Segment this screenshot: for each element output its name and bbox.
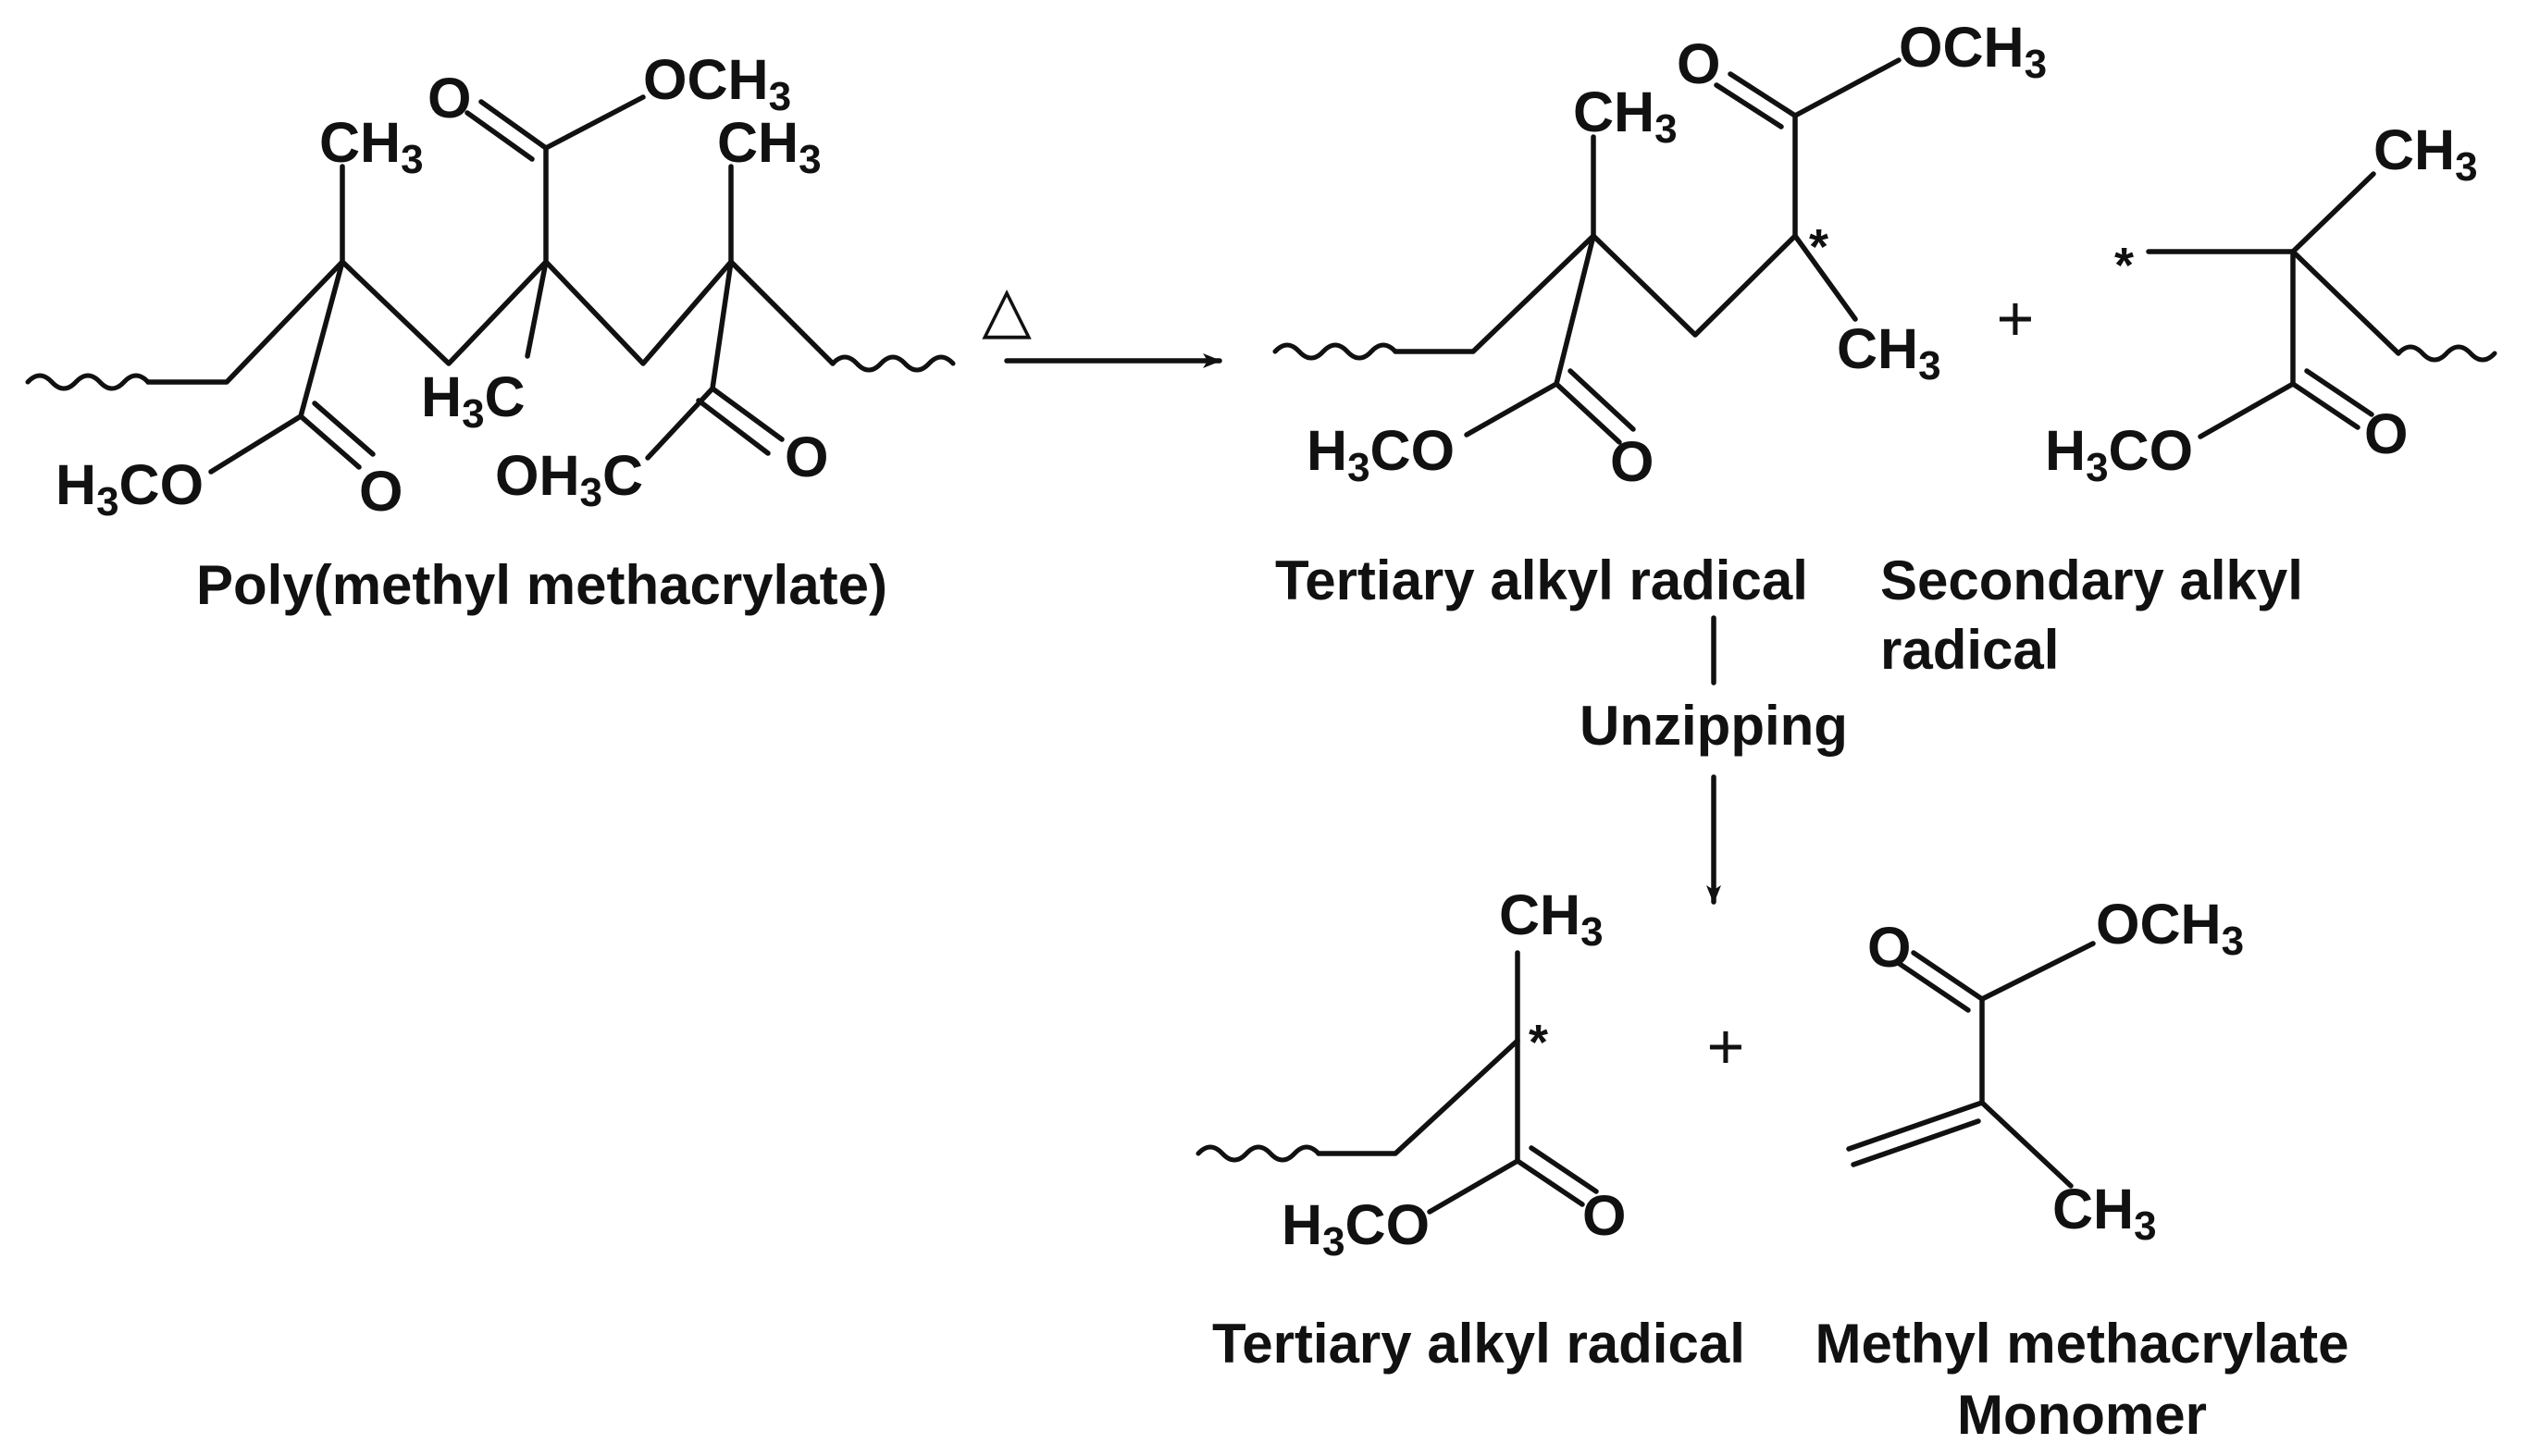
plus-sign: + — [1997, 282, 2035, 354]
atom-h3co-left: H3CO — [56, 453, 204, 524]
tertiary-radical-backbone — [1393, 233, 1798, 354]
pmma-structure: CH3 OCH3 O CH3 H3C H3CO O OH3C O — [25, 48, 956, 524]
atom-ch3: CH3 — [2052, 1178, 2157, 1249]
label-secondary-radical-line1: Secondary alkyl — [1880, 549, 2303, 611]
atom-o-carbonyl-low: O — [1610, 430, 1654, 493]
atom-o-carbonyl-right: O — [785, 426, 828, 488]
atom-h3co: H3CO — [1282, 1193, 1430, 1265]
atom-h3co: H3CO — [1307, 419, 1455, 490]
radical-star: * — [2114, 238, 2134, 293]
radical-star: * — [1529, 1015, 1548, 1070]
chain-end-wavy-right — [830, 354, 956, 373]
heat-triangle-icon: △ — [982, 273, 1032, 345]
final-radical-structure: CH3 * H3CO O — [1196, 883, 1626, 1265]
label-final-tertiary-radical: Tertiary alkyl radical — [1212, 1313, 1745, 1375]
atom-och3-top: OCH3 — [643, 48, 791, 119]
label-secondary-radical-line2: radical — [1880, 619, 2059, 681]
label-monomer-line2: Monomer — [1957, 1384, 2207, 1446]
radical-star: * — [1809, 219, 1828, 275]
mma-monomer-structure: O OCH3 CH3 — [1846, 893, 2244, 1249]
secondary-radical-structure: * CH3 H3CO O — [2045, 118, 2497, 490]
atom-o-carbonyl: O — [1867, 916, 1911, 979]
atom-o-carbonyl: O — [2364, 402, 2408, 465]
plus-sign: + — [1707, 1010, 1745, 1082]
chain-end-wavy — [1272, 342, 1398, 361]
atom-ch3-left: CH3 — [319, 111, 424, 182]
atom-o-carbonyl: O — [1582, 1184, 1626, 1247]
atom-o-carbonyl-top: O — [427, 67, 471, 130]
atom-ch3-top: CH3 — [1573, 80, 1678, 152]
atom-ch3-right: CH3 — [1837, 317, 1941, 389]
atom-och3: OCH3 — [2096, 893, 2244, 964]
atom-h3co: H3CO — [2045, 419, 2193, 490]
atom-ch3: CH3 — [1499, 883, 1604, 955]
atom-o-carbonyl-left: O — [359, 460, 403, 523]
atom-ch3-right: CH3 — [717, 111, 822, 182]
atom-oh3c: OH3C — [495, 444, 643, 515]
atom-ch3: CH3 — [2373, 118, 2478, 190]
chain-end-wavy — [2396, 344, 2497, 363]
label-monomer-line1: Methyl methacrylate — [1815, 1313, 2349, 1375]
pmma-backbone — [145, 259, 836, 385]
label-tertiary-radical: Tertiary alkyl radical — [1275, 549, 1808, 611]
label-pmma: Poly(methyl methacrylate) — [196, 554, 887, 616]
atom-h3c-mid: H3C — [421, 365, 526, 437]
atom-och3: OCH3 — [1899, 16, 2047, 87]
chain-end-wavy-left — [25, 373, 151, 391]
atom-o-carbonyl-top: O — [1677, 32, 1720, 95]
label-unzipping: Unzipping — [1580, 695, 1848, 757]
chain-end-wavy — [1196, 1144, 1321, 1163]
tertiary-radical-structure: O OCH3 CH3 * CH3 H3CO O — [1272, 16, 2047, 493]
